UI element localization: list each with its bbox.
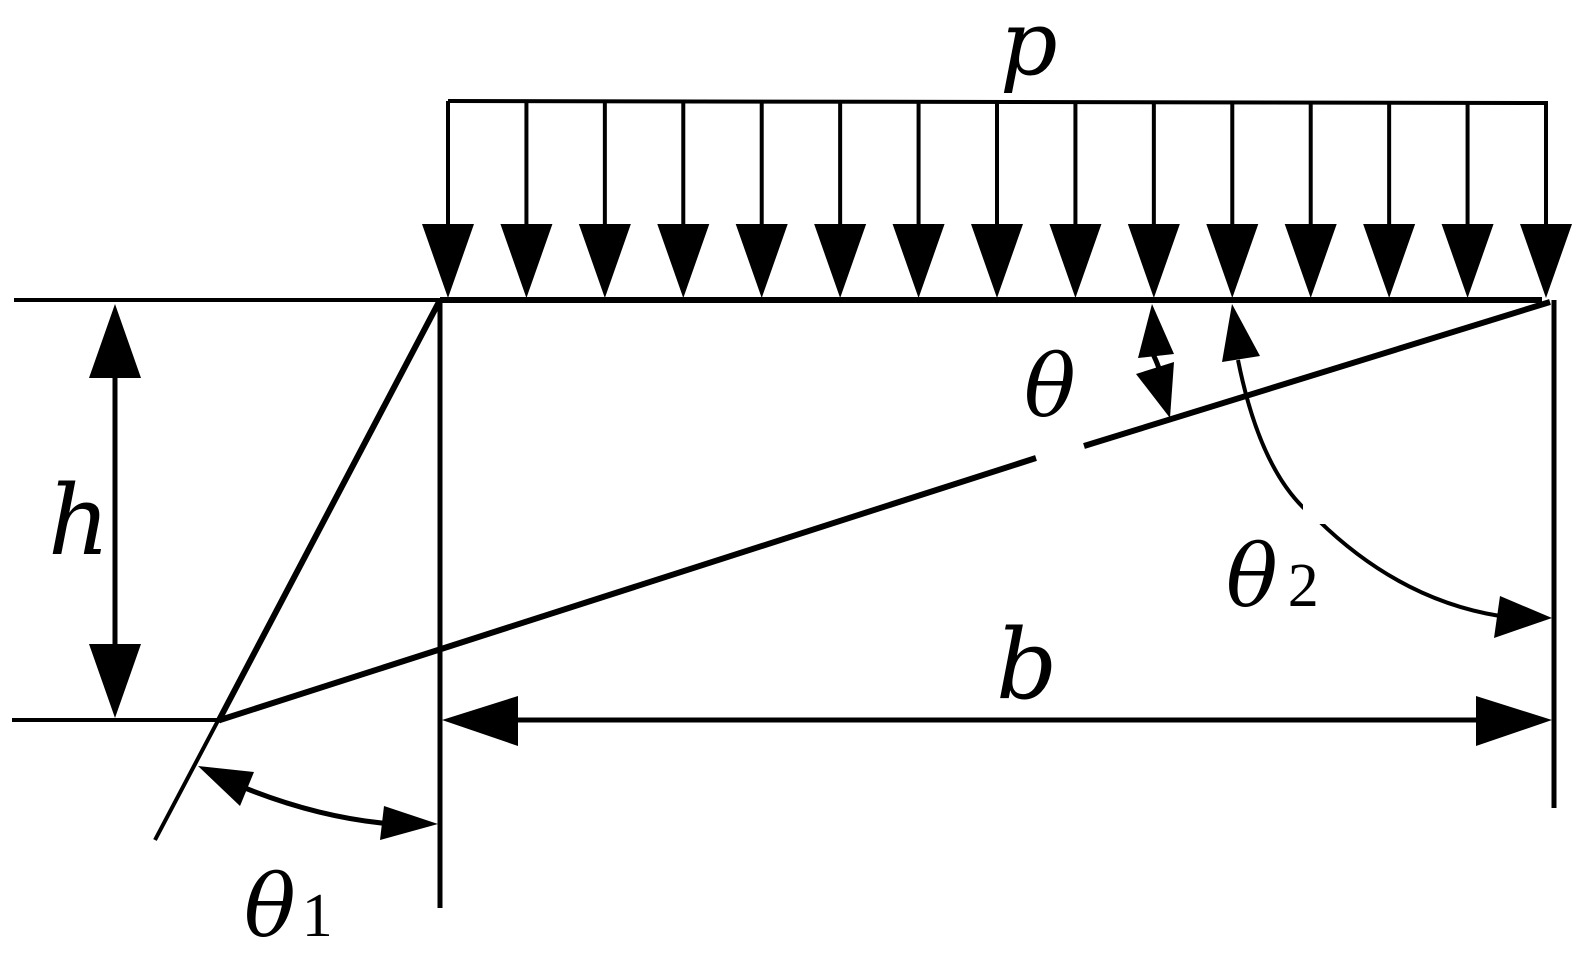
load-arrow-head — [971, 224, 1023, 298]
theta2-arc-gap — [1303, 504, 1325, 524]
theta2-subscript: 2 — [1288, 552, 1319, 620]
load-arrow-head — [422, 224, 474, 298]
inclined-back-face-bold — [215, 298, 443, 724]
label-theta1: θ1 — [244, 857, 333, 956]
label-b: b — [996, 609, 1057, 721]
width-arrowhead-left — [442, 696, 518, 746]
load-arrow-head — [814, 224, 867, 298]
load-arrow-head — [1441, 224, 1494, 298]
label-h: h — [48, 465, 110, 577]
theta-arrowhead-bottom — [1136, 362, 1174, 418]
width-arrowhead-right — [1476, 696, 1552, 746]
load-arrow-head — [892, 224, 945, 298]
theta1-symbol: θ — [244, 857, 296, 956]
load-arrow-head — [578, 224, 631, 298]
theta1-arrowhead-right — [380, 806, 438, 840]
slip-plane-lower — [219, 455, 1037, 723]
slip-plane-upper — [1083, 299, 1551, 449]
height-arrowhead-top — [89, 304, 141, 378]
load-arrow-head — [1127, 224, 1180, 298]
load-arrow-head — [500, 224, 553, 298]
height-arrowhead-bottom — [89, 644, 141, 718]
theta2-arrowhead-top — [1222, 304, 1260, 362]
theta1-arrowhead-left — [198, 766, 254, 806]
theta2-symbol: θ — [1226, 527, 1278, 627]
load-arrow-head — [1206, 224, 1259, 298]
label-p: p — [1000, 0, 1058, 96]
load-arrow-head — [657, 224, 710, 298]
theta1-arc — [244, 785, 393, 827]
load-arrow-head — [1520, 224, 1572, 298]
load-arrow-head — [1363, 224, 1416, 298]
distributed-load-arrows — [422, 101, 1572, 298]
theta2-arrowhead-right — [1494, 596, 1552, 638]
theta1-subscript: 1 — [302, 882, 333, 950]
load-arrow-head — [1284, 224, 1337, 298]
theta-arrowhead-top — [1138, 304, 1174, 358]
label-theta: θ — [1024, 337, 1076, 437]
load-arrow-head — [1049, 224, 1102, 298]
load-arrow-head — [735, 224, 788, 298]
